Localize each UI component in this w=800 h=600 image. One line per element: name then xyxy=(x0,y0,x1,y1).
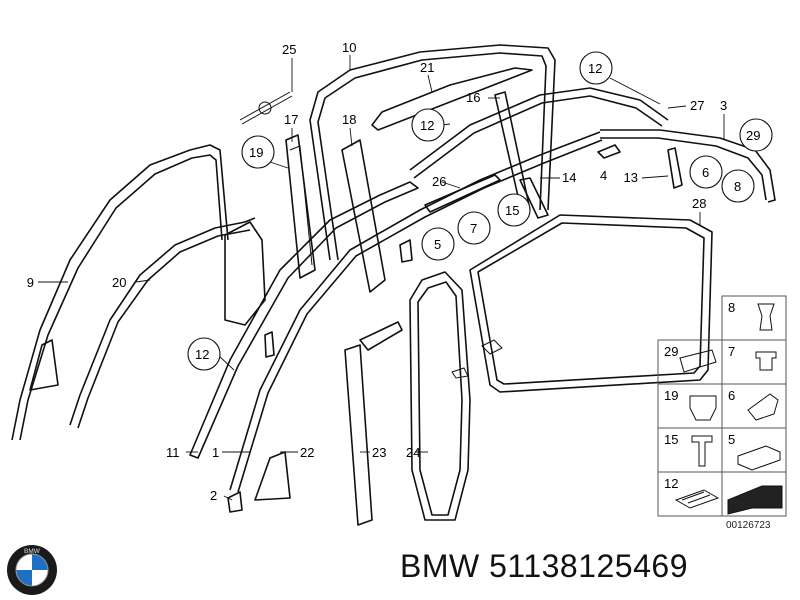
part-12-small-clip-c xyxy=(481,339,503,355)
part-22-triangle-piece xyxy=(254,451,291,501)
part-12-small-clip-a xyxy=(264,331,275,358)
callout-2: 2 xyxy=(210,488,217,503)
part-4-clip xyxy=(597,144,621,159)
part-11-long-rail xyxy=(189,181,419,459)
callout-labels: 25 10 21 12 16 27 3 17 18 12 29 19 26 4 … xyxy=(27,40,761,503)
drawing-code: 00126723 xyxy=(726,520,771,531)
part-24-door-seal xyxy=(409,271,471,521)
part-20-inner-trim xyxy=(69,217,256,429)
part-2-end-cap xyxy=(227,491,243,513)
legend-label-7: 7 xyxy=(728,344,735,359)
legend-glyph-15-bolt xyxy=(691,435,713,467)
callout-29: 29 xyxy=(746,128,760,143)
brand-part-number: BMW 51138125469 xyxy=(400,548,688,585)
callout-16: 16 xyxy=(466,90,480,105)
part-14-pillar-strip xyxy=(519,177,549,219)
part-9-corner-piece xyxy=(29,339,59,391)
legend-label-15: 15 xyxy=(664,432,678,447)
part-10-window-channel xyxy=(309,44,556,261)
legend-glyph-19-bushing xyxy=(689,395,717,421)
legend-glyph-12-grid-clip xyxy=(674,489,720,509)
callout-28: 28 xyxy=(692,196,706,211)
part-21-trim-strip xyxy=(371,67,533,131)
part-23-bracket xyxy=(359,321,403,351)
callout-1: 1 xyxy=(212,445,219,460)
legend-label-19: 19 xyxy=(664,388,678,403)
part-17-pillar-cover xyxy=(285,134,316,279)
callout-6: 6 xyxy=(702,165,709,180)
callout-4: 4 xyxy=(600,168,607,183)
callout-11: 11 xyxy=(166,445,180,460)
callout-9: 9 xyxy=(27,275,34,290)
part-28-glass-seal xyxy=(469,214,713,393)
legend-glyph-6-clip xyxy=(747,393,779,421)
legend-glyph-7-grommet xyxy=(755,351,777,371)
part-25-head xyxy=(258,101,272,115)
part-9-door-frame-front xyxy=(11,144,229,441)
legend-label-12: 12 xyxy=(664,476,678,491)
callout-20: 20 xyxy=(112,275,126,290)
callout-23: 23 xyxy=(372,445,386,460)
part-13-clip-strip xyxy=(667,147,683,189)
svg-text:BMW: BMW xyxy=(24,548,41,555)
part-17-pillar-cover-inner xyxy=(289,145,313,266)
leader-lines xyxy=(38,55,725,501)
part-number: 51138125469 xyxy=(489,548,688,584)
legend-label-5: 5 xyxy=(728,432,735,447)
legend-glyph-arrow xyxy=(727,485,783,515)
callout-21: 21 xyxy=(420,60,434,75)
callout-8: 8 xyxy=(734,179,741,194)
callout-17: 17 xyxy=(284,112,298,127)
part-18-pillar xyxy=(341,139,386,293)
part-23-vertical-strip xyxy=(344,344,373,526)
callout-18: 18 xyxy=(342,112,356,127)
callout-24: 24 xyxy=(406,445,420,460)
legend-grid: 8 29 7 19 6 15 5 12 00126723 xyxy=(657,295,787,531)
legend-label-29: 29 xyxy=(664,344,678,359)
callout-12-mid: 12 xyxy=(420,118,434,133)
callout-19: 19 xyxy=(249,145,263,160)
callout-26: 26 xyxy=(432,174,446,189)
legend-glyph-5-clip-tray xyxy=(737,445,781,471)
callout-10: 10 xyxy=(342,40,356,55)
callout-13: 13 xyxy=(624,170,638,185)
callout-27: 27 xyxy=(690,98,704,113)
callout-circles xyxy=(187,51,773,371)
callout-25: 25 xyxy=(282,42,296,57)
callout-15: 15 xyxy=(505,203,519,218)
part-25-screw xyxy=(239,91,293,125)
callout-3: 3 xyxy=(720,98,727,113)
callout-12-top: 12 xyxy=(588,61,602,76)
part-12-small-clip-d xyxy=(451,367,469,379)
legend-label-8: 8 xyxy=(728,300,735,315)
part-12-small-clip-b xyxy=(399,239,413,263)
callout-22: 22 xyxy=(300,445,314,460)
bmw-logo-icon: BMW xyxy=(7,545,57,595)
callout-5: 5 xyxy=(434,237,441,252)
callout-12-left: 12 xyxy=(195,347,209,362)
part-1-long-rail xyxy=(229,131,603,493)
brand-name: BMW xyxy=(400,548,480,584)
part-27-roof-strip xyxy=(409,87,669,179)
callout-7: 7 xyxy=(470,221,477,236)
part-20-corner-post xyxy=(224,221,266,326)
legend-glyph-29-block xyxy=(679,349,717,373)
legend-glyph-8-push-clip xyxy=(757,303,775,331)
legend-label-6: 6 xyxy=(728,388,735,403)
callout-14: 14 xyxy=(562,170,576,185)
